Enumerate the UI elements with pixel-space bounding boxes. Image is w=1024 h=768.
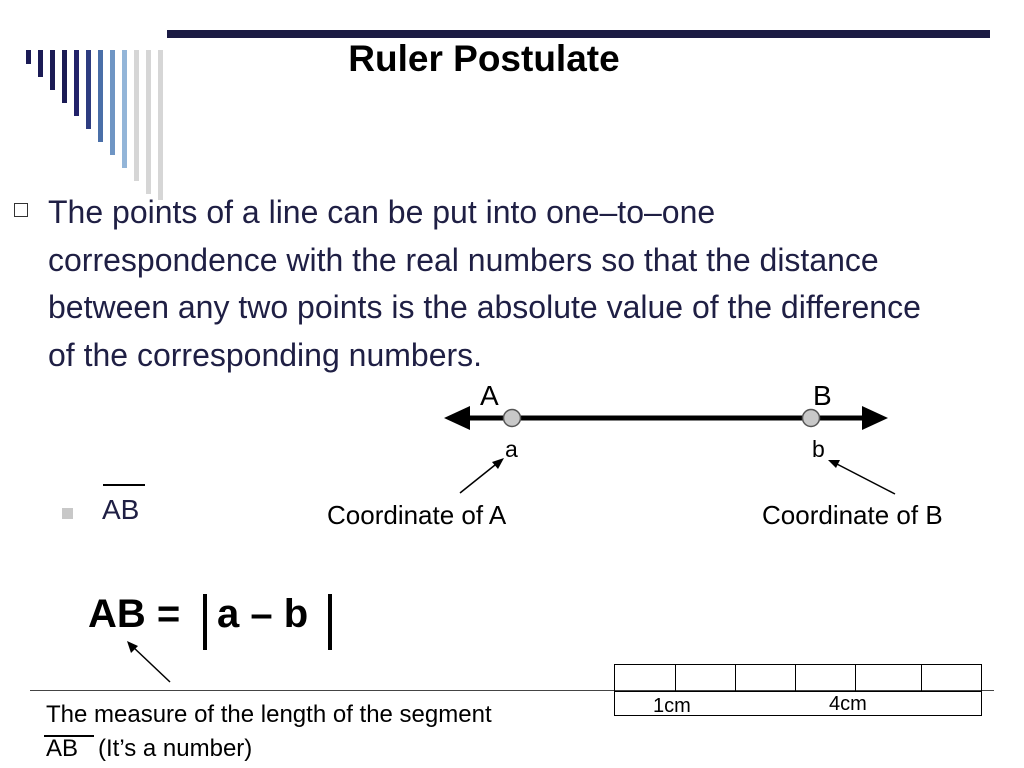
point-b-marker (801, 408, 821, 428)
description-overline (44, 735, 94, 737)
formula-rhs: a – b (217, 592, 309, 636)
arrow-to-formula (131, 645, 171, 683)
length-description: The measure of the length of the segment (46, 701, 492, 728)
description-note: (It’s a number) (98, 735, 253, 762)
coordinate-b-label: b (812, 436, 825, 462)
ruler-label-4cm: 4cm (829, 693, 867, 715)
ruler-tick (855, 665, 856, 692)
point-a-marker (502, 408, 522, 428)
ruler-tick (675, 665, 676, 692)
sub-bullet-square (62, 508, 73, 519)
ruler-tick (921, 665, 922, 692)
ruler-inner-line (615, 691, 981, 692)
right-arrowhead-icon (862, 406, 888, 430)
postulate-text: The points of a line can be put into one… (48, 194, 921, 373)
absolute-bar-right (328, 594, 332, 650)
point-a-label: A (480, 380, 499, 411)
arrow-to-b (832, 461, 896, 495)
coordinate-a-label: a (505, 436, 518, 462)
ruler-tick (735, 665, 736, 692)
point-b-label: B (813, 380, 832, 411)
slide-title: Ruler Postulate (348, 38, 620, 79)
top-rule (167, 30, 990, 38)
bullet-square-icon (14, 203, 28, 217)
segment-ab-label: AB (102, 494, 140, 525)
segment-overline (103, 484, 145, 486)
caption-coordinate-b: Coordinate of B (762, 500, 943, 530)
decorative-bars (26, 50, 163, 200)
ruler-label-1cm: 1cm (653, 695, 691, 717)
absolute-bar-left (203, 594, 207, 650)
ruler: 1cm 4cm (614, 664, 982, 717)
caption-coordinate-a: Coordinate of A (327, 500, 507, 530)
ruler-tick (795, 665, 796, 692)
footer-rule (30, 690, 994, 691)
arrow-to-a (459, 460, 501, 494)
left-arrowhead-icon (444, 406, 470, 430)
description-segment: AB (46, 735, 79, 762)
formula-lhs: AB = (88, 592, 181, 636)
